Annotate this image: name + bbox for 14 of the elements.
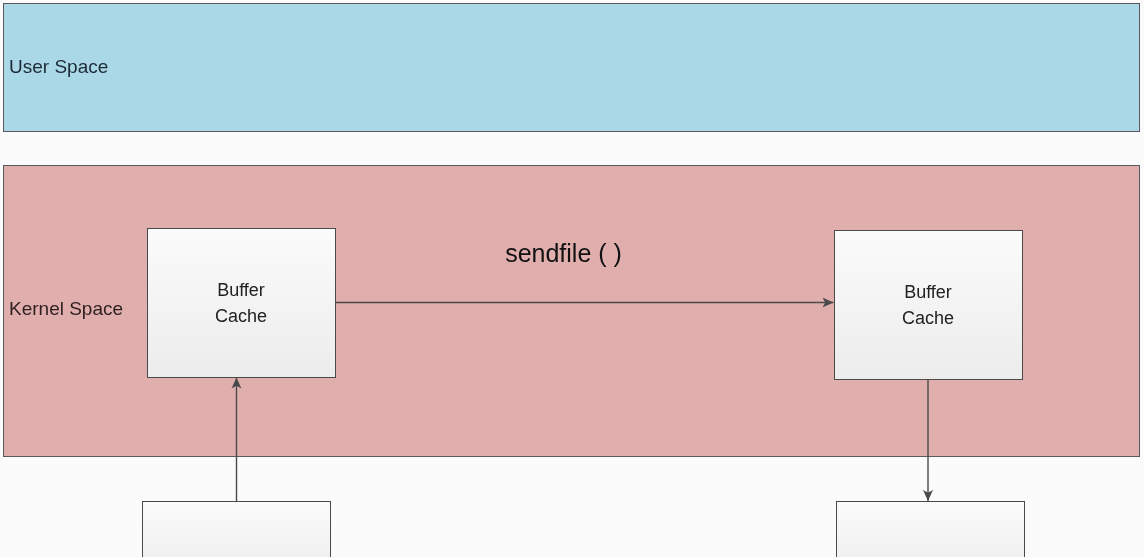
empty-box — [836, 501, 1025, 557]
arrow — [231, 376, 242, 502]
band-label: User Space — [9, 56, 109, 78]
empty-box — [142, 501, 331, 557]
space-band — [3, 165, 1140, 457]
arrow — [923, 378, 933, 502]
space-band — [3, 3, 1140, 132]
buffer-box — [146, 227, 336, 378]
box-label: Buffer Cache — [214, 278, 268, 328]
arrow — [334, 297, 835, 308]
box-label: Buffer Cache — [901, 280, 955, 330]
band-label: Kernel Space — [9, 298, 124, 320]
buffer-box — [833, 229, 1023, 380]
edge-label: sendfile ( ) — [504, 238, 623, 267]
